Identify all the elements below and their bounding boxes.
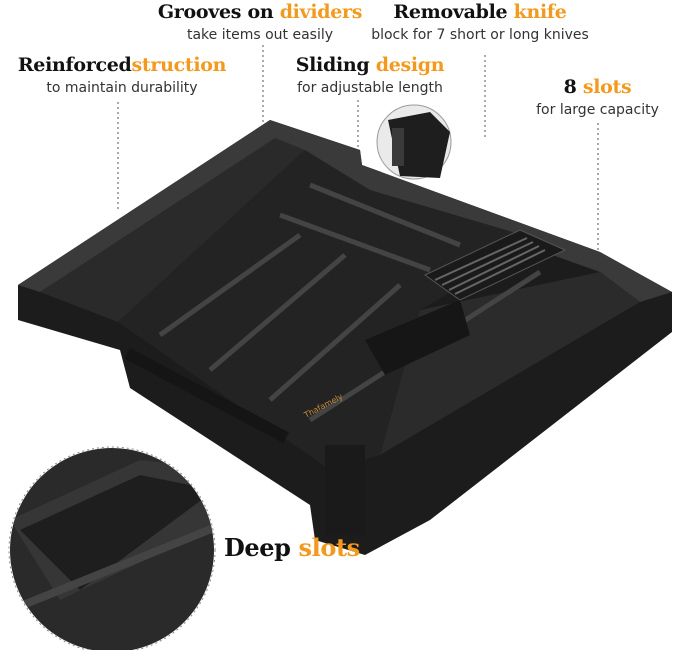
- callout-reinforced-sub: to maintain durability: [46, 79, 198, 96]
- deep-slots-accent: slots: [298, 533, 361, 562]
- callout-grooves-main: Grooves on: [157, 1, 274, 23]
- callout-grooves-title: Grooves on dividers: [150, 1, 370, 24]
- callout-removable-sub: block for 7 short or long knives: [371, 26, 589, 43]
- zoom-circle-groove: [376, 104, 452, 180]
- callout-slots-title: 8 slots: [525, 76, 670, 99]
- callout-slots: 8 slots for large capacity: [525, 76, 670, 118]
- callout-slots-accent: slots: [582, 76, 632, 98]
- callout-reinforced: Reinforcedstruction to maintain durabili…: [12, 54, 232, 96]
- callout-slots-sub: for large capacity: [536, 101, 659, 118]
- callout-sliding-accent: design: [375, 54, 445, 76]
- deep-slots-main: Deep: [224, 533, 291, 562]
- zoom-circle-deep: [8, 446, 216, 650]
- callout-sliding: Sliding design for adjustable length: [270, 54, 470, 96]
- callout-grooves-accent: dividers: [279, 1, 363, 23]
- callout-sliding-title: Sliding design: [270, 54, 470, 77]
- callout-removable-accent: knife: [513, 1, 567, 23]
- callout-removable-main: Removable: [393, 1, 508, 23]
- callout-sliding-main: Sliding: [295, 54, 370, 76]
- callout-removable-title: Removable knife: [365, 1, 595, 24]
- callout-reinforced-main: Reinforced: [17, 54, 132, 76]
- callout-deep-slots: Deep slots: [224, 533, 360, 562]
- callout-reinforced-title: Reinforcedstruction: [12, 54, 232, 77]
- callout-grooves-sub: take items out easily: [186, 26, 334, 43]
- callout-slots-main: 8: [563, 76, 577, 98]
- callout-reinforced-accent: struction: [131, 54, 227, 76]
- callout-removable: Removable knife block for 7 short or lon…: [365, 1, 595, 43]
- tray: [18, 120, 672, 555]
- callout-sliding-sub: for adjustable length: [297, 79, 443, 96]
- callout-grooves: Grooves on dividers take items out easil…: [150, 1, 370, 43]
